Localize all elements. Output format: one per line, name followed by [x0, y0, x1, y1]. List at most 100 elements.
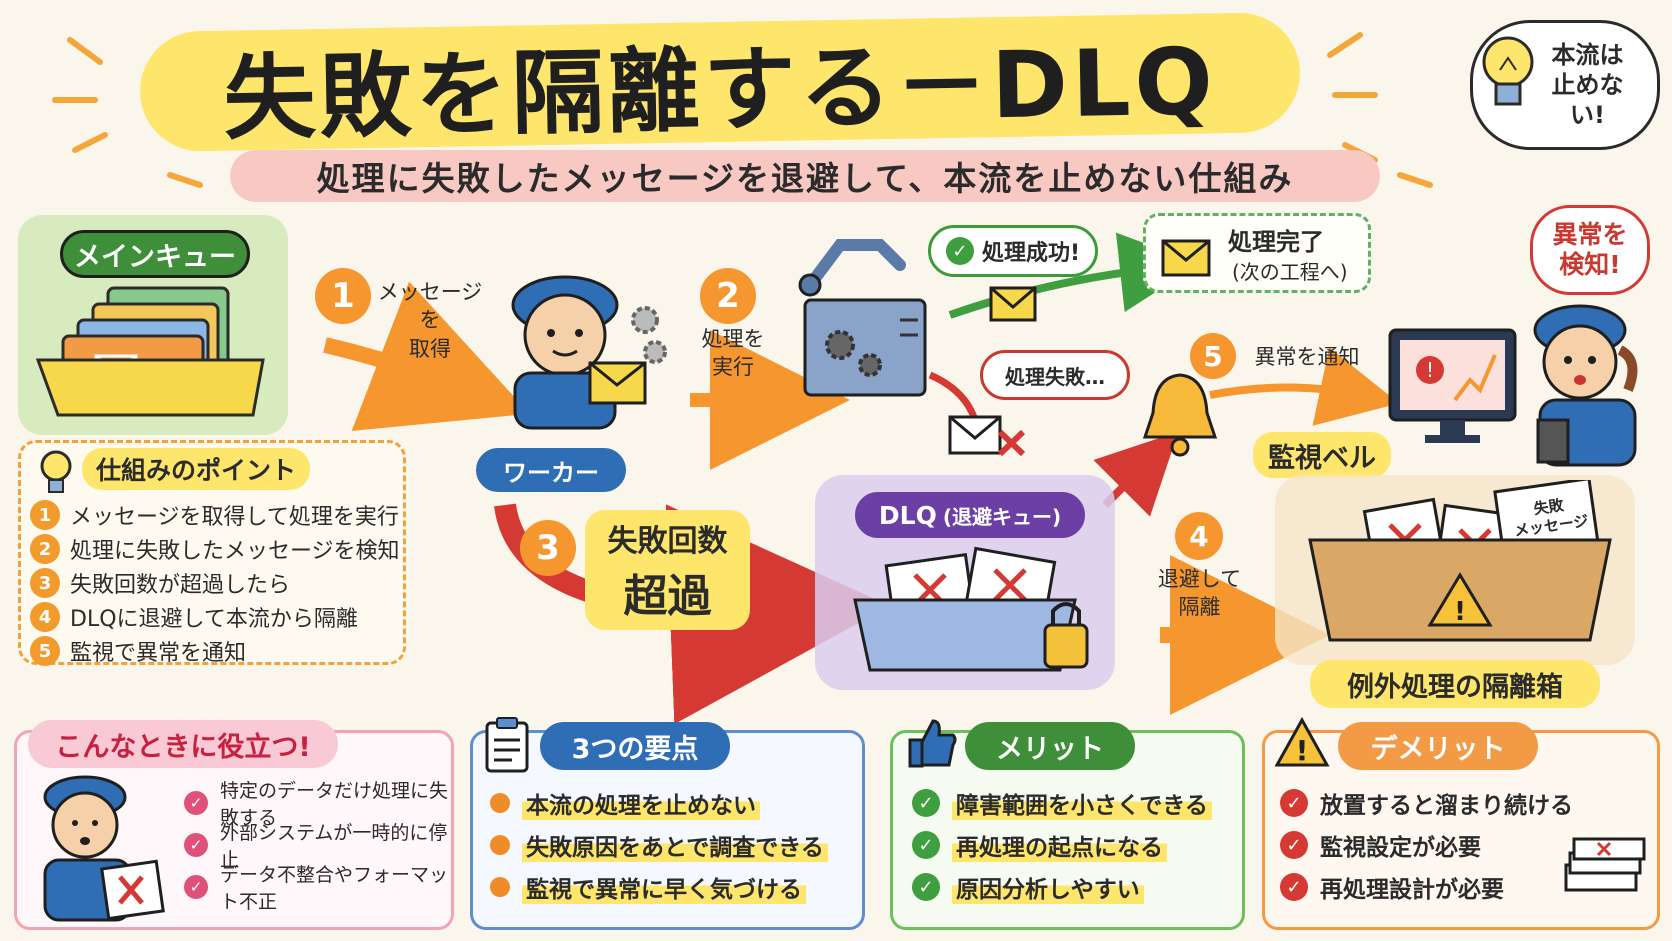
useful-item-text: データ不整合やフォーマット不正 — [220, 864, 449, 913]
merit-item: ✓ 原因分析しやすい — [912, 866, 1242, 908]
demerit-text: 放置すると溜まり続ける — [1320, 793, 1573, 819]
svg-text:!: ! — [1296, 734, 1309, 767]
demerit-item: ✓ 監視設定が必要 — [1280, 824, 1580, 866]
point-text: メッセージを取得して処理を実行 — [70, 505, 399, 530]
paper-stack-icon — [1564, 837, 1646, 892]
main-queue-label: メインキュー — [60, 230, 250, 278]
step3-burst: 失敗回数 超過 — [585, 510, 750, 630]
isolation-box-icon: ! — [1308, 480, 1612, 642]
keypoint-text: 本流の処理を止めない — [522, 786, 760, 820]
keypoints-title: 3つの要点 — [540, 722, 730, 770]
step3-line1: 失敗回数 — [607, 524, 728, 559]
lightbulb-icon — [40, 450, 72, 493]
useful-list: ✓ 特定のデータだけ処理に失敗する ✓ 外部システムが一時的に停止 ✓ データ不… — [184, 780, 449, 913]
arrow-step5 — [1209, 347, 1400, 426]
point-number: 3 — [30, 568, 60, 598]
step1-label: メッセージを 取得 — [377, 280, 483, 361]
merit-text: 再処理の起点になる — [952, 828, 1167, 862]
merits-list: ✓ 障害範囲を小さくできる ✓ 再処理の起点になる ✓ 原因分析しやすい — [912, 782, 1242, 908]
useful-item-text: 特定のデータだけ処理に失敗する — [220, 780, 449, 829]
check-icon: ✓ — [184, 833, 208, 857]
bullet-dot — [490, 835, 510, 855]
fail-bubble: 処理失敗… — [980, 350, 1130, 400]
point-item: 2 処理に失敗したメッセージを検知 — [30, 532, 400, 566]
check-icon: ✓ — [1280, 873, 1308, 901]
check-icon: ✓ — [912, 789, 940, 817]
merit-item: ✓ 再処理の起点になる — [912, 824, 1242, 866]
gear-icon — [631, 306, 667, 364]
step4-label: 退避して 隔離 — [1157, 567, 1242, 620]
check-icon: ✓ — [945, 237, 974, 265]
bullet-dot — [490, 877, 510, 897]
keypoint-item: 失敗原因をあとで調査できる — [490, 824, 860, 866]
clipboard-icon — [485, 717, 529, 773]
merit-text: 原因分析しやすい — [952, 870, 1144, 904]
bell-label: 監視ベル — [1253, 432, 1391, 478]
arrow-step1 — [323, 281, 530, 431]
point-number: 1 — [30, 500, 60, 530]
worker-icon — [511, 275, 647, 430]
step2-label: 処理を 実行 — [701, 327, 765, 380]
success-text: 処理成功! — [981, 241, 1081, 266]
main-queue-label-text: メインキュー — [74, 241, 236, 273]
keypoint-text: 失敗原因をあとで調査できる — [522, 828, 828, 862]
useful-item: ✓ 外部システムが一時的に停止 — [184, 822, 449, 871]
check-icon: ✓ — [912, 873, 940, 901]
worried-worker-icon — [43, 775, 165, 922]
point-number: 5 — [30, 636, 60, 666]
check-icon: ✓ — [184, 791, 208, 815]
merits-title: メリット — [965, 722, 1135, 770]
bullet-dot — [490, 793, 510, 813]
svg-text:!: ! — [1454, 597, 1466, 627]
step1-number: 1 — [315, 268, 371, 324]
svg-text:!: ! — [1426, 358, 1434, 382]
done-sub: (次の工程へ) — [1232, 260, 1348, 284]
step5-label: 異常を通知 — [1254, 345, 1360, 369]
step2-number: 2 — [700, 268, 756, 324]
useful-title-text: こんなときに役立つ! — [55, 731, 311, 763]
arrow-fail — [928, 371, 979, 422]
keypoint-item: 本流の処理を止めない — [490, 782, 860, 824]
point-item: 3 失敗回数が超過したら — [30, 566, 400, 600]
bell-icon — [1142, 373, 1218, 457]
dlq-label: DLQ (退避キュー) — [855, 492, 1085, 538]
check-icon: ✓ — [912, 831, 940, 859]
check-icon: ✓ — [1280, 789, 1308, 817]
demerits-title-text: デメリット — [1370, 733, 1506, 765]
envelope-icon — [1161, 239, 1211, 277]
step3-number: 3 — [520, 520, 576, 576]
failed-envelope-icon — [948, 415, 1026, 457]
check-icon: ✓ — [184, 875, 208, 899]
useful-item: ✓ データ不整合やフォーマット不正 — [184, 864, 449, 913]
merit-item: ✓ 障害範囲を小さくできる — [912, 782, 1242, 824]
step5-number: 5 — [1190, 333, 1236, 379]
point-text: 監視で異常を通知 — [70, 641, 247, 666]
useful-title: こんなときに役立つ! — [28, 720, 338, 768]
dlq-box-icon — [853, 546, 1089, 672]
warning-icon: ! — [1275, 716, 1330, 767]
envelope-icon — [989, 286, 1037, 322]
step3-line2: 超過 — [623, 571, 712, 622]
page-subtitle: 処理に失敗したメッセージを退避して、本流を止めない仕組み — [316, 159, 1294, 198]
demerits-title: デメリット — [1338, 722, 1538, 770]
dlq-label-text: DLQ — [878, 500, 937, 530]
demerit-text: 監視設定が必要 — [1320, 835, 1481, 861]
merits-title-text: メリット — [996, 733, 1104, 765]
demerit-item: ✓ 再処理設計が必要 — [1280, 866, 1580, 908]
demerit-item: ✓ 放置すると溜まり続ける — [1280, 782, 1580, 824]
isolation-box-label: 例外処理の隔離箱 — [1310, 660, 1600, 708]
point-text: DLQに退避して本流から隔離 — [70, 607, 358, 632]
point-item: 1 メッセージを取得して処理を実行 — [30, 498, 400, 532]
point-item: 4 DLQに退避して本流から隔離 — [30, 600, 400, 634]
processing-machine-icon — [798, 239, 927, 397]
worker-label-text: ワーカー — [503, 458, 599, 487]
arrow-success — [948, 232, 1200, 319]
demerits-list: ✓ 放置すると溜まり続ける ✓ 監視設定が必要 ✓ 再処理設計が必要 — [1280, 782, 1580, 908]
alert-bubble: 異常を 検知! — [1530, 205, 1650, 295]
point-number: 2 — [30, 534, 60, 564]
useful-item: ✓ 特定のデータだけ処理に失敗する — [184, 780, 449, 829]
point-item: 5 監視で異常を通知 — [30, 634, 400, 668]
points-list: 1 メッセージを取得して処理を実行 2 処理に失敗したメッセージを検知 3 失敗… — [30, 498, 400, 668]
merit-text: 障害範囲を小さくできる — [952, 786, 1212, 820]
success-bubble: ✓ 処理成功! — [928, 225, 1098, 277]
